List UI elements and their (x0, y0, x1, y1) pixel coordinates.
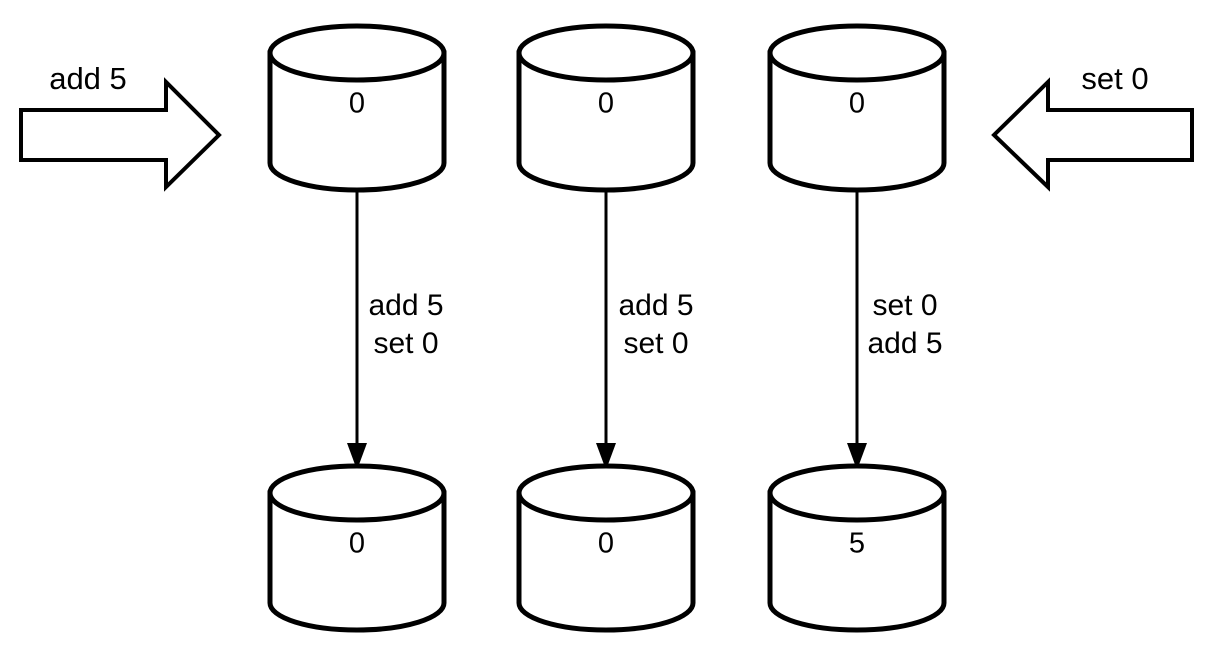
cylinder-top-ellipse (516, 463, 696, 523)
edge-1-label-line-2: set 0 (373, 327, 438, 360)
input-left-label: add 5 (49, 61, 127, 96)
replica-1-before: 0 (267, 23, 447, 193)
replica-value: 0 (849, 88, 865, 120)
database-cylinder-icon (767, 50, 947, 193)
cylinder-top-ellipse (267, 23, 447, 83)
edge-3 (847, 190, 867, 470)
block-arrow-left-pointing-icon (991, 77, 1194, 192)
database-cylinder-icon (267, 490, 447, 633)
cylinder-top-ellipse (516, 23, 696, 83)
replica-3-after: 5 (767, 463, 947, 633)
arrowhead-down-icon (596, 443, 616, 470)
edge-1 (347, 190, 367, 470)
replica-value: 0 (349, 88, 365, 120)
database-cylinder-icon (516, 490, 696, 633)
database-cylinder-icon (267, 50, 447, 193)
edge-2-label-line-2: set 0 (623, 327, 688, 360)
edge-3-label-line-2: add 5 (867, 327, 942, 360)
block-arrow-right-pointing-icon (19, 77, 222, 192)
replica-3-before: 0 (767, 23, 947, 193)
edge-1-label-line-1: add 5 (368, 289, 443, 322)
edge-3-label-line-1: set 0 (872, 289, 937, 322)
arrowhead-down-icon (847, 443, 867, 470)
input-arrow-left (19, 77, 222, 192)
cylinder-top-ellipse (767, 463, 947, 523)
input-arrow-right (991, 77, 1194, 192)
replica-1-after: 0 (267, 463, 447, 633)
cylinder-top-ellipse (767, 23, 947, 83)
replica-value: 5 (849, 528, 865, 560)
database-cylinder-icon (767, 490, 947, 633)
edge-2-label-line-1: add 5 (618, 289, 693, 322)
edge-2 (596, 190, 616, 470)
arrowhead-down-icon (347, 443, 367, 470)
replica-2-after: 0 (516, 463, 696, 633)
cylinder-top-ellipse (267, 463, 447, 523)
replica-value: 0 (598, 528, 614, 560)
input-right-label: set 0 (1081, 61, 1148, 96)
replica-value: 0 (598, 88, 614, 120)
replica-value: 0 (349, 528, 365, 560)
replica-2-before: 0 (516, 23, 696, 193)
database-cylinder-icon (516, 50, 696, 193)
